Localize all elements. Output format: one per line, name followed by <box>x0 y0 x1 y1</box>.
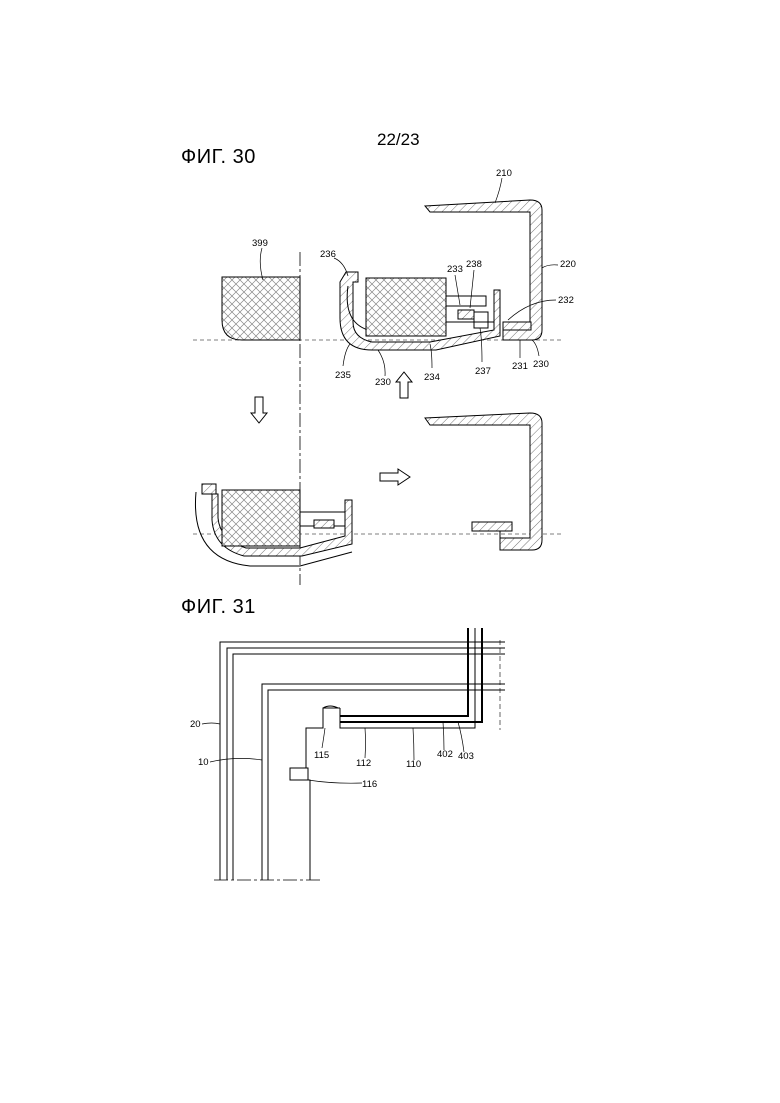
arrow-up <box>396 372 412 398</box>
label-232: 232 <box>558 295 574 306</box>
label-399: 399 <box>252 238 268 249</box>
label-233: 233 <box>447 264 463 275</box>
label-210: 210 <box>496 168 512 179</box>
label-237: 237 <box>475 366 491 377</box>
arrow-right <box>380 469 410 485</box>
label-112: 112 <box>356 758 371 769</box>
label-231: 231 <box>512 361 528 372</box>
label-235: 235 <box>335 370 351 381</box>
label-238: 238 <box>466 259 482 270</box>
label-110: 110 <box>406 759 421 770</box>
block-399 <box>222 277 300 340</box>
latch-238 <box>458 310 474 319</box>
label-230-top: 230 <box>375 377 391 388</box>
frame-bottom-lip <box>472 522 512 531</box>
block-bottom <box>222 490 300 546</box>
label-10: 10 <box>198 757 209 768</box>
frame-lip-231 <box>503 322 531 330</box>
part-116 <box>290 768 308 780</box>
label-402: 402 <box>437 749 453 760</box>
label-403: 403 <box>458 751 474 762</box>
latch-237 <box>474 312 488 328</box>
label-115: 115 <box>314 750 329 761</box>
liner-112 <box>294 708 340 880</box>
latch-bottom <box>314 520 334 528</box>
label-230-right: 230 <box>533 359 549 370</box>
label-220: 220 <box>560 259 576 270</box>
label-116: 116 <box>362 779 377 790</box>
arrow-down <box>251 397 267 423</box>
label-236: 236 <box>320 249 336 260</box>
slot-233 <box>446 296 486 306</box>
label-234: 234 <box>424 372 440 383</box>
block-234 <box>366 278 446 336</box>
label-20: 20 <box>190 719 201 730</box>
